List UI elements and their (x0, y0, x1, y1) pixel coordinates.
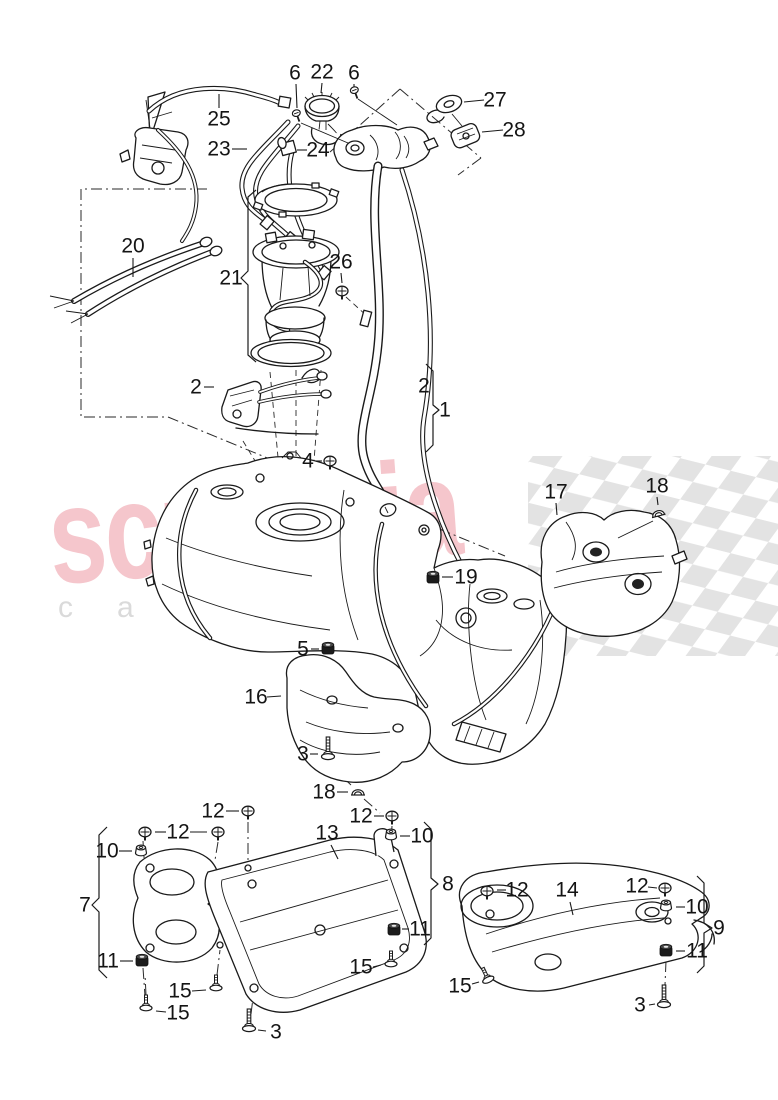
callout-15: 15 (168, 980, 191, 1003)
fastener-bolt-icon (656, 984, 672, 1009)
callout-10: 10 (410, 825, 433, 848)
fastener-nutflange-icon (659, 899, 673, 912)
fastener-screw15-icon (139, 994, 153, 1012)
callout-7: 7 (79, 894, 91, 917)
group-brackets (91, 189, 713, 979)
callout-19: 19 (454, 566, 477, 589)
callout-8: 8 (442, 873, 454, 896)
callout-12: 12 (166, 821, 189, 844)
callout-6: 6 (289, 62, 301, 85)
callout-5: 5 (297, 638, 309, 661)
callout-14: 14 (555, 879, 579, 902)
fastener-screw6-icon (290, 107, 305, 124)
callout-15: 15 (349, 956, 372, 979)
leader-line (463, 99, 485, 103)
callout-24: 24 (306, 139, 330, 162)
callout-11: 11 (97, 950, 119, 973)
callout-12: 12 (349, 805, 372, 828)
leader-line (656, 496, 659, 506)
callout-20: 20 (121, 235, 144, 258)
callout-10: 10 (685, 896, 708, 919)
fuel-hose-pair-drawing (49, 236, 223, 324)
leader-line (191, 989, 207, 992)
callout-22: 22 (310, 61, 333, 84)
callout-15: 15 (166, 1002, 189, 1025)
callout-25: 25 (207, 108, 230, 131)
leader-line (155, 1010, 167, 1013)
leader-line (555, 502, 558, 516)
callout-16: 16 (244, 686, 267, 709)
fastener-clip-icon (350, 789, 366, 796)
leader-line (648, 1003, 656, 1006)
callout-27: 27 (483, 89, 506, 112)
level-sender-harness-drawing (119, 85, 292, 243)
fastener-nutdark-icon (659, 943, 673, 957)
callout-18: 18 (312, 781, 335, 804)
fastener-screwcross-icon (138, 826, 152, 842)
skid-plate-14-drawing (458, 862, 715, 992)
filler-neck-drawing (310, 124, 439, 172)
locking-ring-drawing (252, 182, 340, 218)
callout-12: 12 (505, 879, 528, 902)
callout-2: 2 (418, 375, 430, 398)
leader-line (295, 83, 298, 109)
heat-shield-16-drawing (285, 654, 432, 783)
callout-2: 2 (190, 376, 202, 399)
leader-line (330, 844, 339, 860)
fastener-nutdark-icon (387, 922, 401, 936)
callout-11: 11 (686, 940, 708, 963)
leader-line (266, 695, 282, 698)
cap-lock-parts-drawing (426, 94, 481, 149)
callout-9: 9 (713, 917, 725, 940)
callout-3: 3 (297, 743, 309, 766)
fastener-screw6-icon (348, 84, 363, 101)
callout-15: 15 (448, 975, 471, 998)
heat-shield-17-drawing (540, 509, 688, 637)
callout-4: 4 (302, 450, 314, 473)
leader-line (320, 82, 323, 94)
callout-6: 6 (348, 62, 360, 85)
callout-18: 18 (645, 475, 668, 498)
callout-1: 1 (439, 399, 451, 422)
callout-13: 13 (315, 822, 338, 845)
callout-12: 12 (625, 875, 648, 898)
fastener-screwcross-icon (241, 805, 255, 821)
filler-pipe-drawing (357, 161, 465, 569)
leader-line (257, 1029, 267, 1032)
callout-3: 3 (634, 994, 646, 1017)
callout-21: 21 (219, 267, 242, 290)
accent-leader-lines (300, 98, 398, 514)
callout-23: 23 (207, 138, 230, 161)
leader-line (372, 964, 382, 968)
fastener-bolt-icon (241, 1008, 257, 1033)
leader-line (647, 886, 658, 889)
fastener-screwcross-icon (211, 826, 225, 842)
callout-17: 17 (544, 481, 567, 504)
fastener-nutdark-icon (321, 641, 335, 655)
callout-3: 3 (270, 1021, 282, 1044)
fastener-screwcross-icon (385, 810, 399, 826)
leader-line (340, 272, 343, 284)
fastener-nutdark-icon (426, 570, 440, 584)
fuel-cap-drawing (304, 92, 341, 140)
callout-10: 10 (95, 840, 118, 863)
callout-26: 26 (329, 251, 352, 274)
fastener-nutflange-icon (134, 844, 148, 857)
fuel-tank-drawing (143, 451, 568, 765)
fuel-pump-module-drawing (252, 228, 340, 356)
fastener-nutflange-icon (384, 828, 398, 841)
fastener-screw15-icon (209, 974, 223, 992)
fastener-nutdark-icon (135, 953, 149, 967)
callout-28: 28 (502, 119, 525, 142)
seal-ring-drawing (250, 338, 332, 368)
leader-line (481, 129, 504, 133)
leader-line (569, 901, 574, 916)
callout-12: 12 (201, 800, 224, 823)
callout-11: 11 (409, 918, 431, 941)
sender-bracket-drawing (221, 368, 332, 435)
leader-line (471, 981, 480, 985)
